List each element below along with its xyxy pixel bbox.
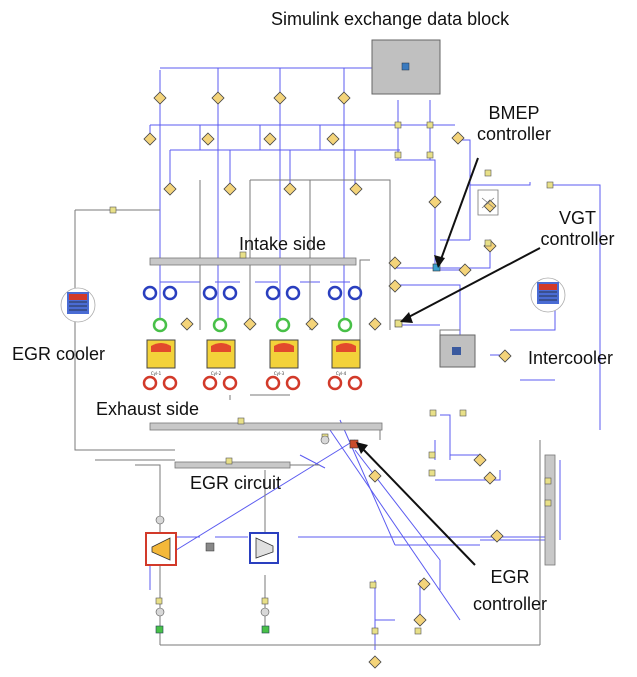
- simulink-exchange-block: [371, 39, 441, 95]
- intercooler-pipe: [544, 454, 556, 566]
- egr-circuit-label: EGR circuit: [190, 473, 282, 493]
- sensor-diamonds: [143, 91, 512, 669]
- egr-cooler-component: [60, 287, 96, 323]
- intake-side-label: Intake side: [239, 234, 327, 254]
- exhaust-side-label: Exhaust side: [96, 399, 200, 419]
- cylinder-label: Cyl-3: [274, 371, 285, 376]
- egr-cooler-label: EGR cooler: [12, 344, 106, 364]
- egr-controller-block: [349, 439, 359, 449]
- cylinder-label: Cyl-4: [336, 371, 347, 376]
- intake-manifold: [149, 257, 357, 266]
- intercooler-label: Intercooler: [528, 348, 614, 368]
- compressor: [249, 532, 279, 564]
- ecu-icon: [452, 347, 461, 355]
- gray-valves: [155, 435, 330, 617]
- vgt-label-line1: VGT: [558, 208, 596, 228]
- turbo-shaft: [205, 542, 215, 552]
- exhaust-manifold: [149, 422, 383, 431]
- simulink-block-label: Simulink exchange data block: [271, 9, 510, 29]
- vgt-controller-label: VGT controller: [535, 208, 620, 250]
- vgt-label-line2: controller: [540, 229, 615, 249]
- flow-loop: [477, 189, 499, 216]
- annotation-arrows: [359, 157, 541, 566]
- cylinder-3: [265, 285, 301, 391]
- bmep-label-line1: BMEP: [488, 103, 540, 123]
- egr-controller-label: EGR controller: [460, 567, 560, 615]
- cylinder-4: [327, 285, 363, 391]
- bmep-controller-block: [432, 263, 441, 272]
- turbine: [145, 532, 177, 566]
- egr-label-line2: controller: [472, 594, 548, 614]
- intercooler-component: [530, 277, 566, 313]
- cylinder-1: [142, 285, 178, 391]
- green-endpoints: [155, 625, 270, 634]
- egr-label-line1: EGR: [490, 567, 530, 587]
- bmep-label-line2: controller: [476, 124, 552, 144]
- vgt-controller-block: [394, 319, 403, 328]
- bmep-controller-label: BMEP controller: [474, 103, 554, 145]
- cylinder-2: [202, 285, 238, 391]
- egr-pipe: [174, 461, 291, 469]
- cylinder-label: Cyl-1: [151, 371, 162, 376]
- arrow-heads: [356, 255, 445, 454]
- cylinder-label: Cyl-2: [211, 371, 222, 376]
